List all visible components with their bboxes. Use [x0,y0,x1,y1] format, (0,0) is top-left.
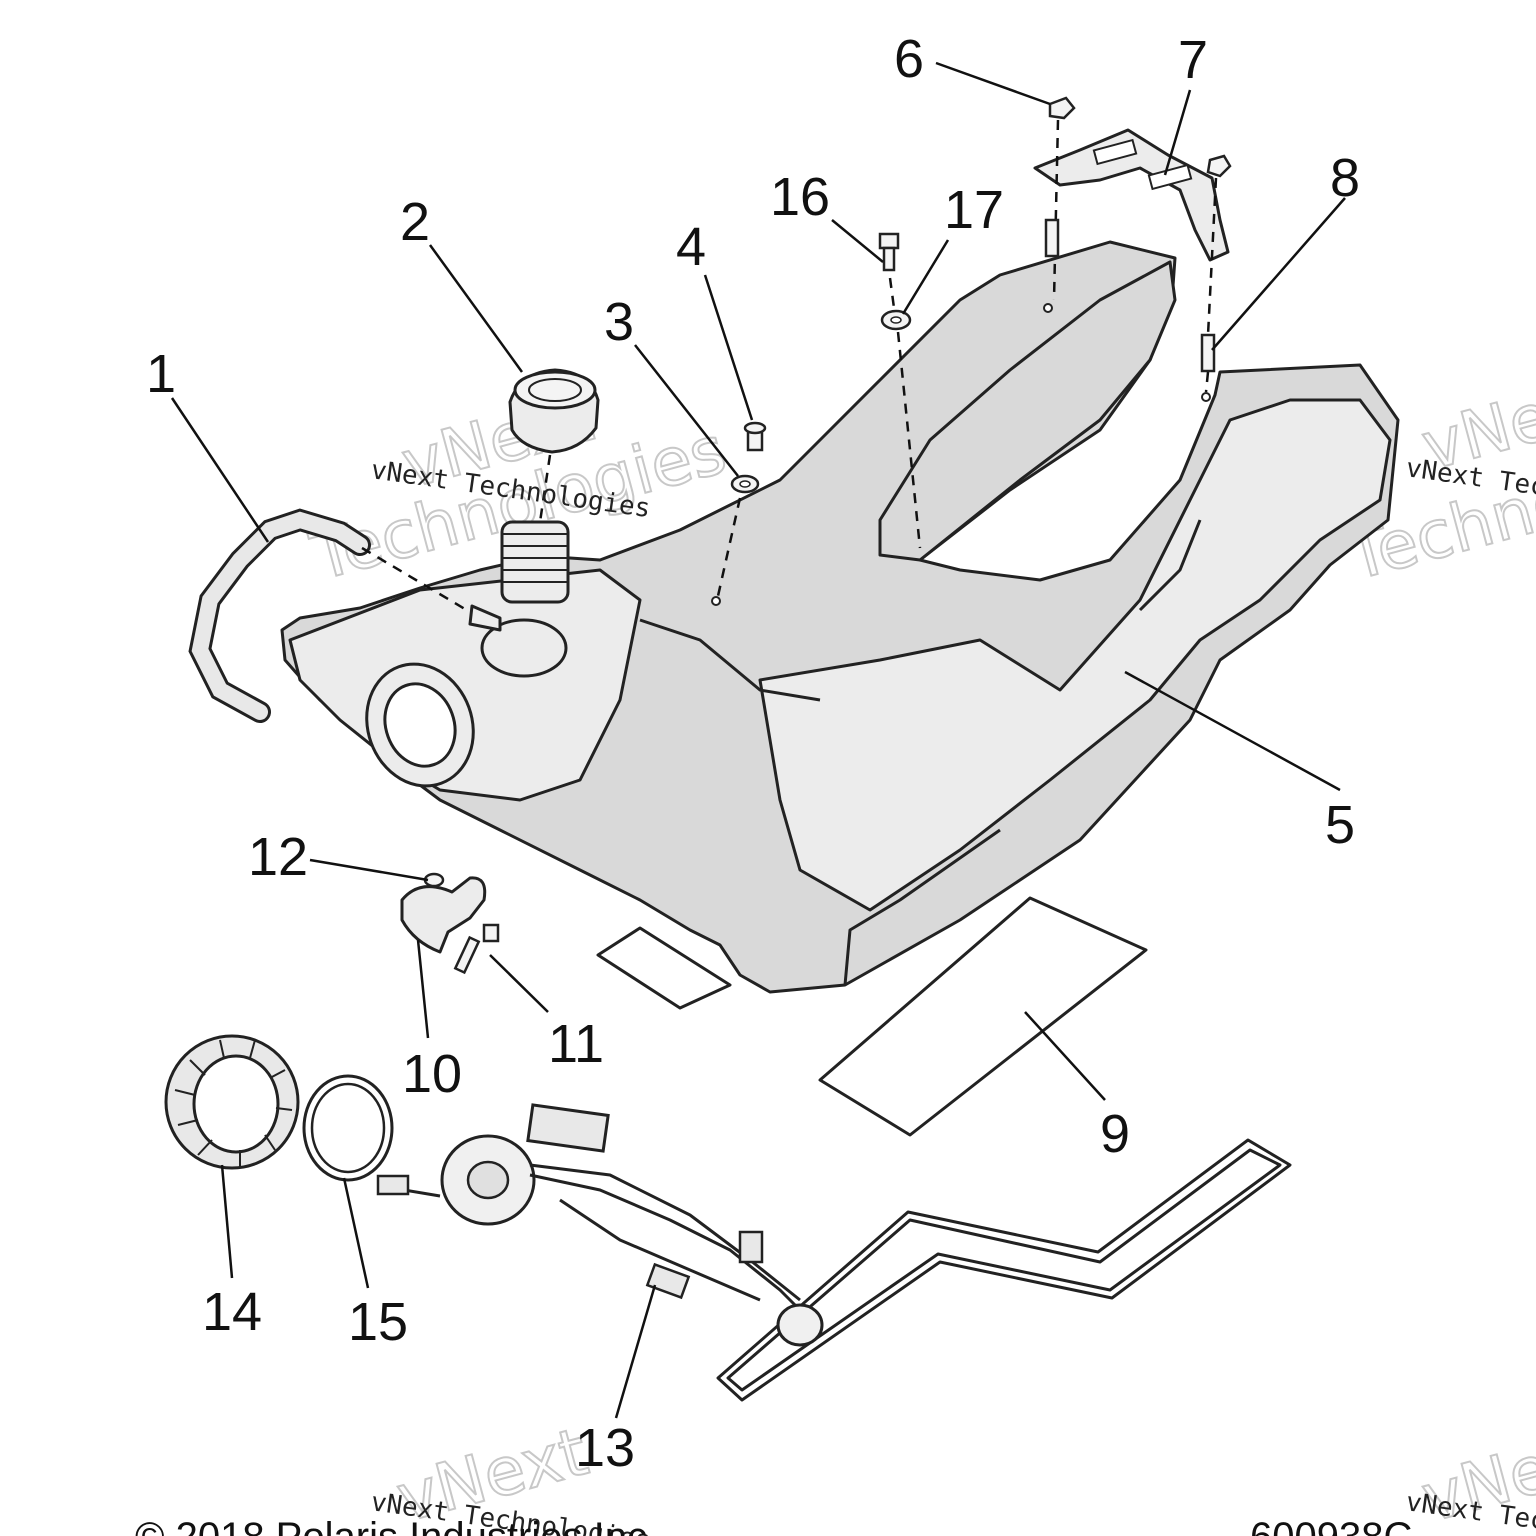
callout-13: 13 [575,1418,635,1478]
callout-10: 10 [402,1044,462,1104]
callout-9: 9 [1100,1104,1130,1164]
callout-17: 17 [944,180,1004,240]
part-16-bolt [878,232,900,272]
part-1-hose-fitting [468,604,502,632]
callout-16: 16 [770,167,830,227]
part-14-lock-ring [164,1034,300,1170]
callout-7: 7 [1178,30,1208,90]
part-7-bracket [1033,128,1230,262]
part-11-bolt [453,923,500,975]
callout-2: 2 [400,192,430,252]
part-15-seal [302,1074,394,1182]
copyright-text: © 2018 Polaris Industries Inc. [135,1515,658,1536]
part-8-stud [1044,177,1218,393]
figure-id: 600938C [1250,1515,1412,1536]
fuel-pump-connector-block [526,1103,610,1153]
part-10-clamp [400,876,487,954]
part-13-fuel-pump [376,1103,824,1347]
part-6-nut [1048,96,1232,301]
part-4-screw [743,421,767,452]
part-9-pad [596,896,1148,1137]
leader-lines [170,61,1346,1419]
callout-8: 8 [1330,148,1360,208]
part-9-pad-small [596,926,732,1010]
part-bottom-strip [716,1138,1292,1402]
part-2-fuel-cap [508,368,600,523]
callouts: 1 2 3 4 5 6 7 8 9 10 11 12 13 14 15 16 1… [146,29,1360,1478]
callout-4: 4 [676,217,706,277]
part-5-fuel-tank [280,240,1400,994]
callout-12: 12 [248,827,308,887]
part-3-grommet [716,474,760,597]
callout-3: 3 [604,292,634,352]
callout-6: 6 [894,29,924,89]
callout-5: 5 [1325,795,1355,855]
part-17-washer [880,277,922,549]
part-1-vent-hose [188,508,502,723]
tank-vent-boss [480,618,568,678]
callout-11: 11 [548,1014,604,1074]
callout-1: 1 [146,344,176,404]
callout-14: 14 [202,1282,262,1342]
callout-15: 15 [348,1292,408,1352]
